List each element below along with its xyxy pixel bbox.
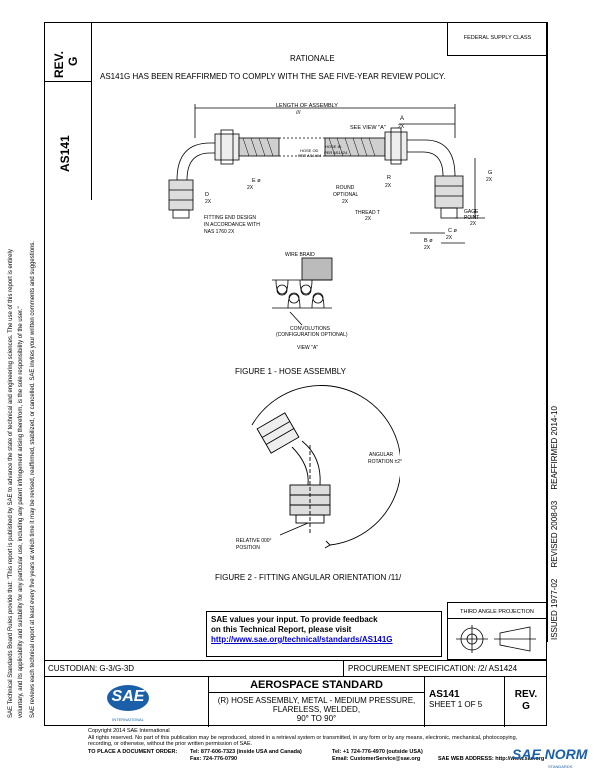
label-per-as: PER AS1464 — [298, 153, 322, 158]
label-r: R — [387, 175, 391, 181]
feedback-line-1: SAE values your input. To provide feedba… — [211, 615, 378, 624]
label-relative: RELATIVE 000° — [236, 538, 272, 544]
view-a-detail — [272, 257, 333, 326]
order-phone-us: Tel: 877-606-7323 (inside USA and Canada… — [190, 749, 302, 762]
figure1-caption: FIGURE 1 - HOSE ASSEMBLY — [235, 367, 346, 376]
angular-orientation-drawing — [251, 385, 400, 549]
issued-date: ISSUED 1977-02 — [550, 578, 559, 640]
feedback-box: SAE values your input. To provide feedba… — [206, 611, 442, 657]
label-hose-od: HOSE OD — [300, 148, 319, 153]
feedback-link[interactable]: http://www.sae.org/technical/standards/A… — [211, 635, 393, 644]
title-block: CUSTODIAN: G-3/G-3D PROCUREMENT SPECIFIC… — [44, 660, 547, 727]
page-frame — [44, 22, 547, 726]
label-d-count: 2X — [205, 199, 212, 205]
doc-number: AS141 — [429, 689, 460, 700]
web-address[interactable]: SAE WEB ADDRESS: http://www.sae.org — [438, 756, 545, 762]
label-fitting-1: FITTING END DESIGN — [204, 215, 256, 221]
order-label: TO PLACE A DOCUMENT ORDER: — [88, 749, 178, 755]
label-length: LENGTH OF ASSEMBLY — [276, 103, 338, 109]
label-fitting-3: NAS 1760 2X — [204, 229, 235, 235]
side-notice-1: SAE Technical Standards Board Rules prov… — [8, 249, 14, 718]
revision-cell: REV. G — [514, 689, 538, 712]
label-position: POSITION — [236, 545, 260, 551]
label-thread: THREAD T — [355, 210, 380, 216]
sheet-number: SHEET 1 OF 5 — [429, 700, 483, 709]
rationale-heading: RATIONALE — [290, 54, 335, 63]
feedback-line-2: on this Technical Report, please visit — [211, 625, 352, 634]
label-per-as2: PER AS1424 — [324, 150, 348, 155]
label-angular-rotation: ROTATION ±2° — [368, 459, 403, 465]
header-column: REV. G AS141 — [44, 22, 92, 200]
sae-logo-icon — [107, 685, 149, 711]
copyright: Copyright 2014 SAE International — [88, 728, 170, 734]
label-hose-id: HOSE ID — [325, 144, 342, 149]
label-convolutions: CONVOLUTIONS — [290, 326, 331, 332]
label-round: ROUND — [336, 185, 355, 191]
label-thread-count: 2X — [365, 216, 372, 222]
label-gage: GAGE — [464, 209, 479, 215]
label-wire-braid: WIRE BRAID — [285, 252, 315, 258]
procurement-spec: PROCUREMENT SPECIFICATION: /2/ AS1424 — [344, 661, 547, 677]
footer: Copyright 2014 SAE International All rig… — [88, 728, 517, 748]
logo-sub: INTERNATIONAL — [112, 717, 144, 722]
label-e-count: 2X — [247, 185, 254, 191]
hose-assembly-drawing — [168, 104, 485, 244]
order-phone-intl: Tel: +1 724-776-4970 (outside USA) Email… — [332, 749, 423, 762]
standard-description: (R) HOSE ASSEMBLY, METAL - MEDIUM PRESSU… — [209, 693, 425, 727]
label-optional: OPTIONAL — [333, 192, 359, 198]
label-see-view: SEE VIEW "A" — [350, 125, 386, 131]
label-a-count: 2X — [398, 124, 405, 130]
figure2-caption: FIGURE 2 - FITTING ANGULAR ORIENTATION /… — [215, 573, 402, 582]
date-strip-text: ISSUED 1977-02 REVISED 2008-03 REAFFIRME… — [550, 406, 559, 640]
side-notice-3: SAE reviews each technical report at lea… — [30, 240, 36, 718]
revised-date: REVISED 2008-03 — [550, 500, 559, 568]
label-e: E ø — [252, 178, 261, 184]
label-b-count: 2X — [424, 245, 431, 251]
reaffirmed-date: REAFFIRMED 2014-10 — [550, 406, 559, 490]
watermark: SAE NORM — [512, 746, 588, 762]
rights-2: recording, or otherwise, without the pri… — [88, 741, 253, 747]
logo-text: SAE — [111, 688, 145, 705]
projection-symbol-icon — [456, 625, 536, 653]
standard-type: AEROSPACE STANDARD — [209, 677, 425, 693]
label-angular: ANGULAR — [369, 452, 394, 458]
label-g: G — [488, 170, 493, 176]
rev-label: REV. G — [52, 51, 80, 78]
label-c: C ø — [448, 228, 457, 234]
custodian: CUSTODIAN: G-3/G-3D — [44, 661, 344, 677]
label-g-count: 2X — [486, 177, 493, 183]
label-d: D — [205, 192, 209, 198]
projection-title: THIRD ANGLE PROJECTION — [448, 603, 546, 619]
federal-supply-class: FEDERAL SUPPLY CLASS — [447, 22, 547, 56]
label-round-count: 2X — [342, 199, 349, 205]
label-point: POINT — [464, 215, 480, 221]
date-strip — [547, 22, 565, 642]
doc-number-cell: AS141 SHEET 1 OF 5 — [425, 677, 505, 727]
label-c-count: 2X — [446, 235, 453, 241]
label-config-optional: (CONFIGURATION OPTIONAL) — [276, 332, 348, 338]
label-fitting-2: IN ACCORDANCE WITH — [204, 222, 260, 228]
rationale-text: AS141G HAS BEEN REAFFIRMED TO COMPLY WIT… — [100, 72, 446, 81]
label-a: A — [400, 116, 405, 122]
sae-logo: SAE INTERNATIONAL — [44, 677, 209, 727]
label-gage-count: 2X — [470, 221, 477, 227]
rights-1: All rights reserved. No part of this pub… — [88, 734, 518, 741]
watermark-sub: STANDARDS — [548, 764, 573, 769]
label-b: B ø — [424, 238, 433, 244]
label-length-sym: /// — [296, 110, 301, 116]
side-notice-2: voluntary, and its applicability and sui… — [18, 306, 24, 718]
label-r-count: 2X — [385, 183, 392, 189]
projection-box: THIRD ANGLE PROJECTION — [447, 602, 547, 660]
label-view-a: VIEW "A" — [297, 345, 319, 351]
doc-number-vertical: AS141 — [58, 135, 72, 172]
